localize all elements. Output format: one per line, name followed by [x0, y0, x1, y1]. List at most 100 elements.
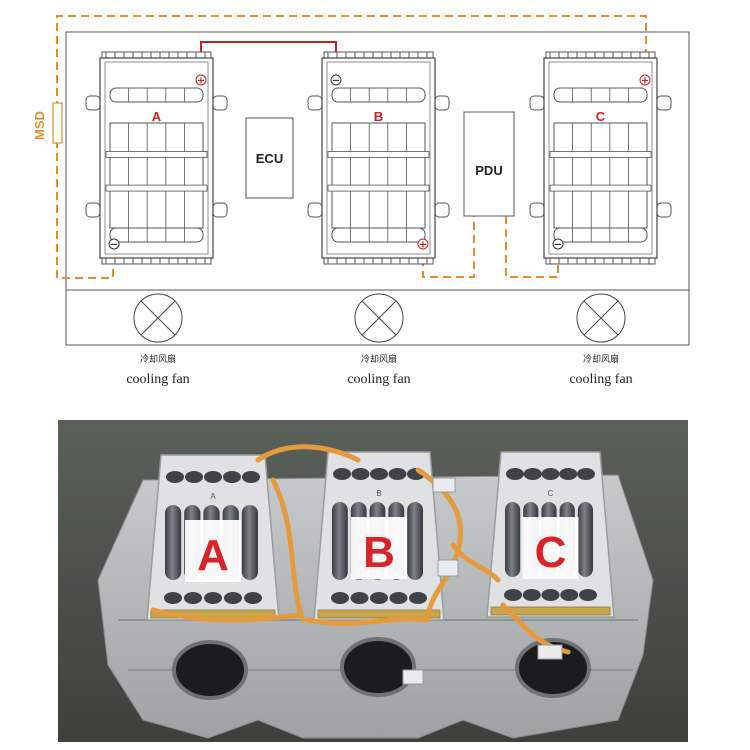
svg-text:+: +: [641, 76, 649, 87]
mount-tab: [656, 202, 672, 218]
pdu-label: PDU: [475, 163, 502, 178]
fan-hole-b: [340, 637, 416, 697]
cable-top-a-b: [255, 444, 361, 463]
cell-end: [370, 592, 388, 604]
cell-row: [109, 87, 204, 103]
photo-module-label: C: [535, 528, 567, 577]
cell: [165, 505, 182, 580]
cell-row: [109, 227, 204, 243]
fan-icon: [133, 293, 183, 343]
cell-end: [541, 468, 560, 480]
cell-grid: [109, 122, 204, 229]
ecu-box: [245, 117, 294, 199]
cell-row: [553, 227, 648, 243]
cell: [505, 502, 521, 577]
module-label: B: [374, 109, 383, 124]
mount-tab: [529, 202, 545, 218]
cell-end: [351, 468, 370, 480]
cell-end: [409, 592, 427, 604]
fan-label-en: cooling fan: [126, 372, 189, 387]
cell-end: [204, 471, 222, 483]
mount-tab: [212, 202, 228, 218]
module-b: B − +: [307, 51, 450, 265]
mount-tab: [434, 95, 450, 111]
module-a: A + −: [85, 51, 228, 265]
series-link-a-to-b: [200, 41, 337, 77]
positive-terminal-icon: +: [417, 238, 429, 251]
cell: [407, 502, 423, 580]
pdu-box: [463, 111, 515, 217]
photo-module-a: AA: [146, 454, 280, 621]
cell-grid: [331, 122, 426, 229]
cooling-fans: 冷却风扇 cooling fan 冷却风扇 cooling fan 冷却风扇 coolin…: [126, 293, 633, 387]
positive-terminal-icon: +: [639, 74, 651, 87]
module-label-plate: [351, 517, 407, 579]
cell-end: [504, 589, 522, 601]
busbar-strip: [490, 606, 611, 616]
module-stamp: C: [548, 489, 554, 498]
cable-bottom-mid: [305, 616, 431, 627]
fan-label-cn: 冷却风扇: [361, 353, 397, 365]
cell-end: [559, 468, 578, 480]
module-label: A: [152, 109, 162, 124]
connector-1: [432, 477, 456, 493]
module-label-plate: [522, 517, 579, 579]
cable-pdu-c: [450, 542, 501, 583]
cell-row: [331, 87, 426, 103]
fan-holes: [172, 637, 591, 700]
cell-end: [184, 592, 202, 604]
fan-hole-c: [515, 638, 591, 698]
svg-text:−: −: [110, 240, 118, 251]
cell-row: [331, 227, 426, 243]
mount-tab: [85, 202, 101, 218]
fan-icon: [576, 293, 626, 343]
cell-end: [541, 589, 560, 601]
mount-tab: [212, 95, 228, 111]
fan-icon: [354, 293, 404, 343]
module-label-plate: [185, 520, 241, 582]
cell-end: [523, 468, 542, 480]
cell-end: [388, 468, 407, 480]
cell-end: [204, 592, 222, 604]
cable-connectors: [402, 477, 563, 685]
negative-terminal-icon: −: [108, 238, 120, 251]
cooling-fan-3: 冷却风扇 cooling fan: [569, 293, 633, 387]
mount-tab: [307, 202, 323, 218]
battery-modules: A + − B − + C + −: [85, 51, 672, 265]
cell-end: [185, 471, 203, 483]
msd-connector: [52, 102, 63, 144]
mount-tab: [85, 95, 101, 111]
msd-cable-loop: [56, 15, 647, 279]
cell-end: [242, 471, 260, 483]
mount-tab: [529, 95, 545, 111]
svg-text:−: −: [332, 76, 340, 87]
cell: [332, 502, 348, 580]
fan-hole-a: [172, 640, 248, 700]
fan-label-cn: 冷却风扇: [583, 353, 619, 365]
mount-tab: [656, 95, 672, 111]
cell-row: [553, 87, 648, 103]
cell-end: [579, 589, 597, 601]
cell-end: [522, 589, 541, 601]
fan-label-en: cooling fan: [569, 372, 632, 387]
cell-end: [224, 592, 242, 604]
cable-bottom-left: [150, 607, 301, 623]
svg-text:+: +: [197, 76, 205, 87]
cell: [241, 505, 258, 580]
cell-end: [350, 592, 369, 604]
fan-label-cn: 冷却风扇: [140, 353, 176, 365]
svg-text:−: −: [554, 240, 562, 251]
module-label: C: [596, 109, 606, 124]
cable-a-side: [270, 477, 306, 623]
module-stamp: B: [376, 489, 381, 498]
cell-end: [560, 589, 579, 601]
pdu-to-c-negative-cable: [505, 216, 559, 278]
fan-label-en: cooling fan: [347, 372, 410, 387]
cooling-fan-1: 冷却风扇 cooling fan: [126, 293, 190, 387]
cell-end: [244, 592, 262, 604]
cell-grid: [553, 122, 648, 229]
cell-end: [333, 468, 351, 480]
cell-end: [164, 592, 182, 604]
